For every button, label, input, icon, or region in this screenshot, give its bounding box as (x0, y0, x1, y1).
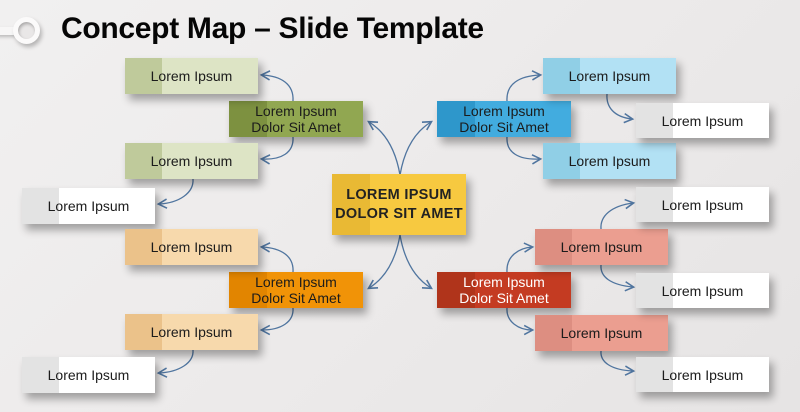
arrow-orange-main-to-sub1 (259, 242, 294, 273)
note-strip (636, 103, 674, 138)
ring-icon (13, 17, 40, 44)
arrow-green-main-to-sub1 (259, 70, 294, 102)
note-strip (535, 229, 573, 265)
note-strip (437, 272, 475, 308)
page-title: Concept Map – Slide Template (61, 12, 484, 45)
arrow-salmon2-to-white-right4 (600, 350, 636, 376)
note-strip (125, 314, 163, 350)
node-orange-sub-2[interactable]: Lorem Ipsum (125, 314, 258, 350)
arrow-center-to-green-main (367, 120, 401, 176)
arrow-red-main-to-salmon2 (506, 307, 535, 336)
node-white-left-2[interactable]: Lorem Ipsum (22, 357, 155, 393)
note-strip (125, 143, 163, 179)
note-strip (437, 101, 475, 137)
arrow-orange-main-to-sub2 (259, 307, 294, 336)
node-white-right-1[interactable]: Lorem Ipsum (636, 103, 769, 138)
note-label: Lorem Ipsum (47, 367, 130, 383)
note-strip (22, 357, 60, 393)
note-label: Lorem Ipsum (150, 68, 233, 84)
note-strip (636, 273, 674, 308)
arrow-center-to-red-main (399, 234, 433, 290)
note-label: Lorem Ipsum Dolor Sit Amet (251, 103, 341, 135)
note-label: Lorem Ipsum (47, 198, 130, 214)
note-label: Lorem Ipsum (661, 366, 744, 383)
note-strip (543, 58, 581, 94)
arrow-orange-sub2-to-white-left2 (156, 349, 194, 378)
node-salmon-sub-1[interactable]: Lorem Ipsum (535, 229, 668, 265)
arrow-center-to-blue-main (399, 120, 433, 176)
note-strip (543, 143, 581, 179)
node-green-sub-2[interactable]: Lorem Ipsum (125, 143, 258, 179)
arrow-blue-main-to-sub2 (506, 136, 543, 165)
note-strip (636, 187, 674, 222)
note-label: Lorem Ipsum Dolor Sit Amet (251, 274, 341, 306)
note-label: Lorem Ipsum (150, 324, 233, 340)
note-strip (535, 315, 573, 351)
note-label: Lorem Ipsum Dolor Sit Amet (459, 274, 549, 306)
arrow-blue-main-to-sub1 (506, 70, 543, 102)
node-white-right-4[interactable]: Lorem Ipsum (636, 357, 769, 392)
note-label: Lorem Ipsum (568, 68, 651, 84)
note-label: LOREM IPSUM DOLOR SIT AMET (335, 186, 463, 222)
node-white-right-2[interactable]: Lorem Ipsum (636, 187, 769, 222)
note-label: Lorem Ipsum (568, 153, 651, 169)
note-strip (125, 58, 163, 94)
node-salmon-sub-2[interactable]: Lorem Ipsum (535, 315, 668, 351)
note-strip (332, 174, 370, 235)
note-strip (125, 229, 163, 265)
note-label: Lorem Ipsum (661, 112, 744, 129)
node-orange-main[interactable]: Lorem Ipsum Dolor Sit Amet (229, 272, 363, 308)
node-green-sub-1[interactable]: Lorem Ipsum (125, 58, 258, 94)
note-strip (229, 272, 267, 308)
note-label: Lorem Ipsum Dolor Sit Amet (459, 103, 549, 135)
node-red-main[interactable]: Lorem Ipsum Dolor Sit Amet (437, 272, 571, 308)
note-strip (636, 357, 674, 392)
note-strip (229, 101, 267, 137)
node-blue-sub-1[interactable]: Lorem Ipsum (543, 58, 676, 94)
arrow-salmon1-to-white-right2 (600, 198, 636, 230)
note-strip (22, 188, 60, 224)
node-white-right-3[interactable]: Lorem Ipsum (636, 273, 769, 308)
node-white-left-1[interactable]: Lorem Ipsum (22, 188, 155, 224)
note-label: Lorem Ipsum (560, 325, 643, 341)
note-label: Lorem Ipsum (560, 239, 643, 255)
arrow-blue-sub1-to-white-right1 (606, 93, 635, 124)
arrow-salmon1-to-white-right3 (600, 264, 636, 292)
note-label: Lorem Ipsum (661, 196, 744, 213)
note-label: Lorem Ipsum (150, 239, 233, 255)
node-blue-sub-2[interactable]: Lorem Ipsum (543, 143, 676, 179)
note-label: Lorem Ipsum (661, 282, 744, 299)
node-orange-sub-1[interactable]: Lorem Ipsum (125, 229, 258, 265)
arrow-red-main-to-salmon1 (506, 242, 535, 273)
node-center[interactable]: LOREM IPSUM DOLOR SIT AMET (332, 174, 466, 235)
node-blue-main[interactable]: Lorem Ipsum Dolor Sit Amet (437, 101, 571, 137)
arrow-green-sub2-to-white-left1 (156, 178, 194, 209)
node-green-main[interactable]: Lorem Ipsum Dolor Sit Amet (229, 101, 363, 137)
arrow-green-main-to-sub2 (259, 136, 294, 165)
note-label: Lorem Ipsum (150, 153, 233, 169)
arrow-center-to-orange-main (367, 234, 401, 290)
